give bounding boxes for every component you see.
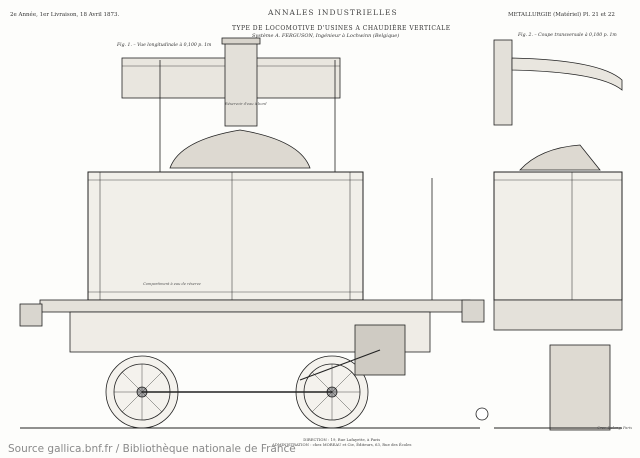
boiler-dome [169, 129, 311, 169]
chimney-section [493, 39, 513, 126]
plate-title: TYPE DE LOCOMOTIVE D'USINES A CHAUDIÈRE … [232, 25, 451, 32]
imprint: DIRECTION : 19, Rue Lafayette, à Paris A… [272, 437, 412, 447]
buffer-right [461, 299, 485, 323]
chimney [224, 39, 258, 127]
source-watermark: Source gallica.bnf.fr / Bibliothèque nat… [8, 443, 296, 455]
engraver-credit: Grav. Dulong. Paris [597, 426, 633, 430]
figure-1-caption: Fig. 1. – Vue longitudinale à 0,100 p. 1… [117, 43, 212, 48]
plate-subtitle: Système A. FERGUSON, Ingénieur à Lochwin… [252, 33, 400, 39]
journal-title: ANNALES INDUSTRIELLES [268, 8, 398, 17]
imprint-line-1: DIRECTION : 19, Rue Lafayette, à Paris [303, 437, 381, 442]
hood-note: Réservoir d'eau à bord [225, 102, 267, 106]
water-tank [87, 171, 364, 301]
buffer-left [19, 303, 43, 327]
header-left: 2e Année, 1er Livraison, 18 Avril 1873. [10, 12, 120, 18]
tank-section [493, 171, 623, 301]
imprint-line-2: ADMINISTRATION : chez MOREAU et Cie, Édi… [272, 442, 412, 447]
cylinder [354, 324, 406, 376]
figure-2-caption: Fig. 2. – Coupe transversale à 0,100 p. … [518, 33, 617, 38]
frame [39, 299, 471, 313]
header-right: METALLURGIE (Matériel) Pl. 21 et 22 [508, 12, 615, 18]
axle-section [549, 344, 611, 431]
tank-note: Compartiment à eau de réserve [143, 282, 201, 286]
